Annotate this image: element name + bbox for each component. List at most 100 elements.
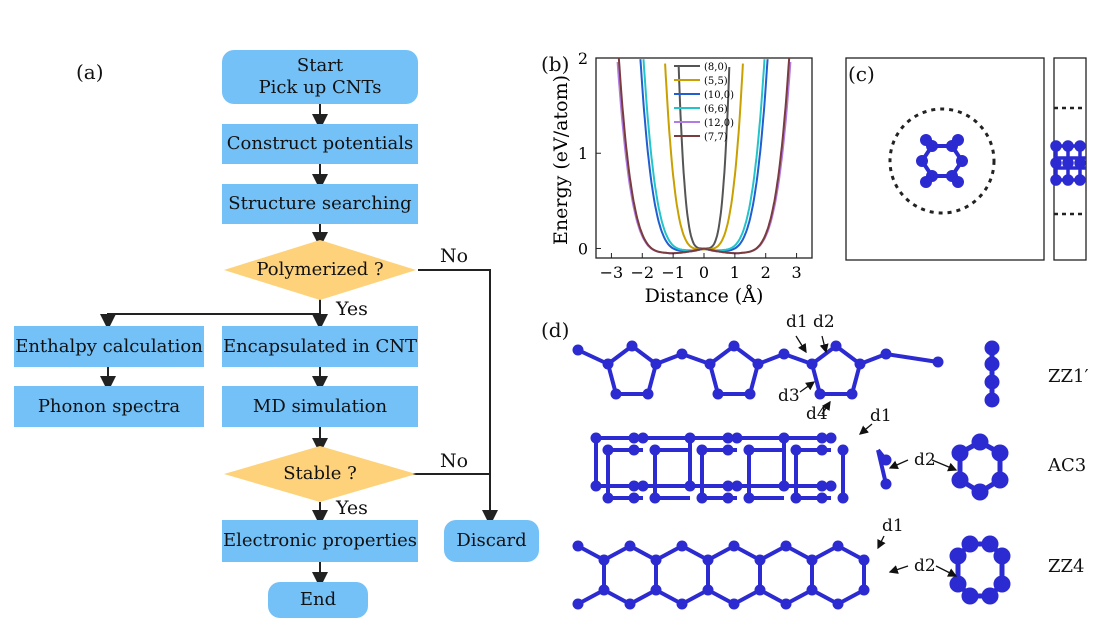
- atom: [572, 598, 584, 610]
- atom: [650, 554, 662, 566]
- atom: [572, 540, 584, 552]
- ac3-label: AC3: [1048, 455, 1087, 476]
- atom: [602, 444, 614, 456]
- series-line-3: [642, 59, 766, 252]
- no-label-2: No: [440, 450, 469, 472]
- atom: [731, 480, 743, 492]
- d3-label-zz1: d3: [778, 386, 800, 406]
- series-line-2: [639, 59, 769, 253]
- d2-label-zz4: d2: [914, 556, 936, 576]
- atom: [696, 444, 708, 456]
- legend-label: (12,0): [704, 118, 734, 129]
- atom: [590, 432, 602, 444]
- enthalpy-box: Enthalpy calculation: [14, 326, 204, 367]
- atom: [676, 348, 688, 360]
- atom: [816, 444, 828, 456]
- atom: [790, 444, 802, 456]
- d2-label-zz1: d2: [813, 312, 835, 332]
- atom: [816, 432, 828, 444]
- atom: [837, 444, 849, 456]
- atom: [880, 454, 892, 466]
- atom: [722, 432, 734, 444]
- atom: [590, 480, 602, 492]
- atom: [837, 492, 849, 504]
- atom: [728, 598, 740, 610]
- atom: [728, 340, 740, 352]
- atom: [610, 388, 622, 400]
- atom: [598, 584, 610, 596]
- atom: [728, 540, 740, 552]
- x-tick-label: −3: [600, 263, 624, 282]
- legend-label: (10,0): [704, 90, 734, 101]
- atom: [814, 388, 826, 400]
- x-tick-label: −2: [630, 263, 654, 282]
- atom: [684, 480, 696, 492]
- legend-label: (7,7): [704, 132, 728, 143]
- atom: [825, 432, 837, 444]
- d1-label-zz1: d1: [786, 312, 808, 332]
- atom: [626, 340, 638, 352]
- x-tick-label: 2: [761, 263, 771, 282]
- y-tick-label: 1: [578, 144, 588, 163]
- d1-label-zz4: d1: [882, 516, 904, 536]
- panel-label-d: (d): [541, 318, 570, 342]
- start-box: Start Pick up CNTs: [222, 50, 418, 104]
- x-tick-label: 0: [699, 263, 709, 282]
- atom: [650, 584, 662, 596]
- atom: [778, 348, 790, 360]
- atom: [858, 584, 870, 596]
- atom: [642, 388, 654, 400]
- atom: [712, 388, 724, 400]
- polymerized-diamond: [224, 240, 416, 300]
- atom: [806, 554, 818, 566]
- atom: [602, 358, 614, 370]
- atom: [722, 492, 734, 504]
- zz4-side-view: [949, 535, 1011, 605]
- atom: [676, 540, 688, 552]
- atom: [825, 480, 837, 492]
- atom: [722, 444, 734, 456]
- atom: [649, 444, 661, 456]
- atom: [637, 480, 649, 492]
- atom: [830, 340, 842, 352]
- series-line-5: [617, 58, 791, 255]
- atom: [743, 492, 755, 504]
- atom: [832, 598, 844, 610]
- atom: [704, 358, 716, 370]
- panel-label-a: (a): [76, 60, 104, 84]
- phonon-box: Phonon spectra: [14, 386, 204, 427]
- atom: [780, 540, 792, 552]
- atom: [752, 358, 764, 370]
- legend-label: (5,5): [704, 76, 728, 87]
- polymerized-label: Polymerized ?: [256, 259, 384, 280]
- y-tick-label: 2: [578, 50, 588, 68]
- stable-label: Stable ?: [283, 463, 357, 484]
- atom: [649, 492, 661, 504]
- atom: [637, 432, 649, 444]
- search-box: Structure searching: [222, 184, 418, 224]
- panel-label-b: (b): [541, 52, 570, 76]
- construct-box: Construct potentials: [222, 124, 418, 164]
- atom: [650, 358, 662, 370]
- start-line2: Pick up CNTs: [258, 77, 382, 98]
- discard-box: Discard: [444, 520, 539, 562]
- panel-label-c: (c): [848, 62, 875, 86]
- atom: [602, 492, 614, 504]
- atom: [754, 584, 766, 596]
- x-tick-label: −1: [661, 263, 685, 282]
- atom: [731, 432, 743, 444]
- atom: [854, 358, 866, 370]
- atom: [832, 540, 844, 552]
- ac3-side-view: [951, 433, 1009, 501]
- atom: [858, 554, 870, 566]
- atom: [806, 358, 818, 370]
- start-line1: Start: [296, 55, 344, 76]
- flowchart-connectors: [100, 104, 498, 588]
- atom: [702, 554, 714, 566]
- zz1-label: ZZ1′: [1048, 366, 1089, 387]
- atom: [806, 584, 818, 596]
- atom: [846, 388, 858, 400]
- legend-label: (8,0): [704, 62, 728, 73]
- atom: [684, 432, 696, 444]
